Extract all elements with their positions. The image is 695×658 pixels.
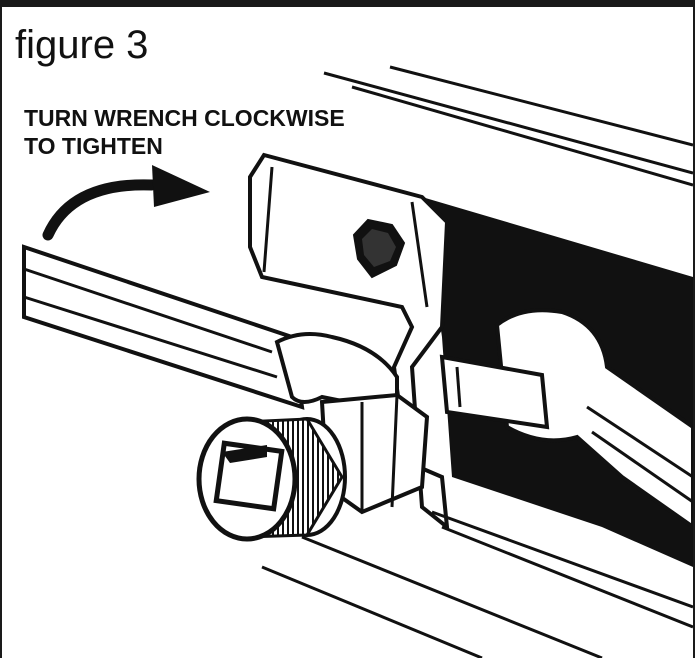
clockwise-arrow-icon bbox=[42, 165, 210, 241]
upper-rail-lines bbox=[323, 65, 693, 187]
shaft bbox=[439, 354, 550, 430]
bracket-edge bbox=[262, 166, 429, 308]
lower-rail-lines bbox=[261, 510, 693, 658]
knurled-knob bbox=[196, 416, 347, 542]
figure-title: figure 3 bbox=[15, 23, 149, 67]
instruction-line-1: TURN WRENCH CLOCKWISE bbox=[24, 105, 345, 131]
right-wrench bbox=[494, 308, 693, 530]
wrench-assembly-illustration bbox=[22, 65, 693, 658]
left-wrench bbox=[22, 244, 399, 422]
hex-bolt-face bbox=[362, 229, 396, 267]
instruction-text: TURN WRENCH CLOCKWISE TO TIGHTEN bbox=[24, 104, 345, 160]
instruction-line-2: TO TIGHTEN bbox=[24, 133, 163, 159]
